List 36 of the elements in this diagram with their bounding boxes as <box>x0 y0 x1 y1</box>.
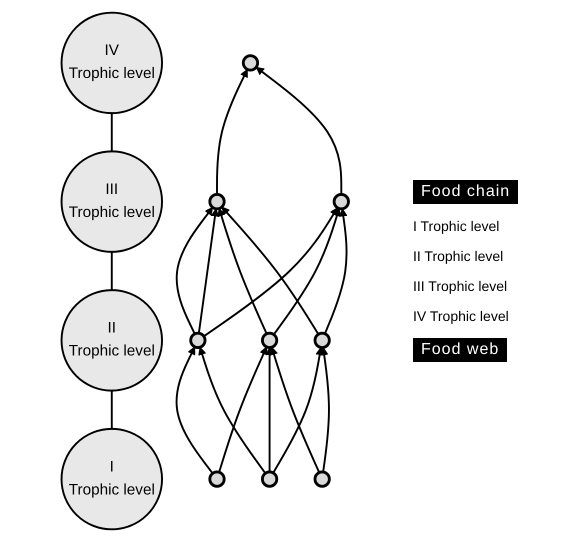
node-circle <box>260 470 278 488</box>
arrow <box>175 346 213 474</box>
arrow <box>220 206 319 335</box>
node-circle: II Trophic level <box>60 289 162 392</box>
node-circle: IV Trophic level <box>60 12 162 114</box>
arrow <box>175 206 213 334</box>
arrow <box>216 208 268 334</box>
level-label: IV Trophic level <box>413 308 510 324</box>
arrow <box>202 207 338 338</box>
node-circle: III Trophic level <box>60 150 162 253</box>
node-circle <box>208 470 226 488</box>
arrow <box>324 208 347 334</box>
node-circle <box>241 54 259 72</box>
arrow <box>264 347 274 472</box>
arrow <box>197 208 219 334</box>
level-label: III Trophic level <box>413 278 508 294</box>
connector <box>110 252 112 290</box>
level-label: I Trophic level <box>413 218 500 234</box>
level-label: II Trophic level <box>413 248 504 264</box>
node-circle <box>188 332 206 349</box>
arrow <box>272 208 340 336</box>
arrow <box>198 346 266 474</box>
title-banner: Food chain <box>413 180 518 204</box>
node-circle: I Trophic level <box>60 428 162 530</box>
arrow <box>255 66 342 194</box>
node-circle <box>208 193 226 210</box>
node-circle <box>313 332 330 349</box>
title-banner: Food web <box>413 338 508 362</box>
node-circle <box>332 193 350 210</box>
node-circle <box>313 470 330 488</box>
connector <box>110 113 112 152</box>
connector <box>110 390 112 429</box>
node-circle <box>260 332 278 349</box>
arrow <box>320 347 330 472</box>
arrow <box>216 68 248 194</box>
arrow <box>218 346 267 473</box>
